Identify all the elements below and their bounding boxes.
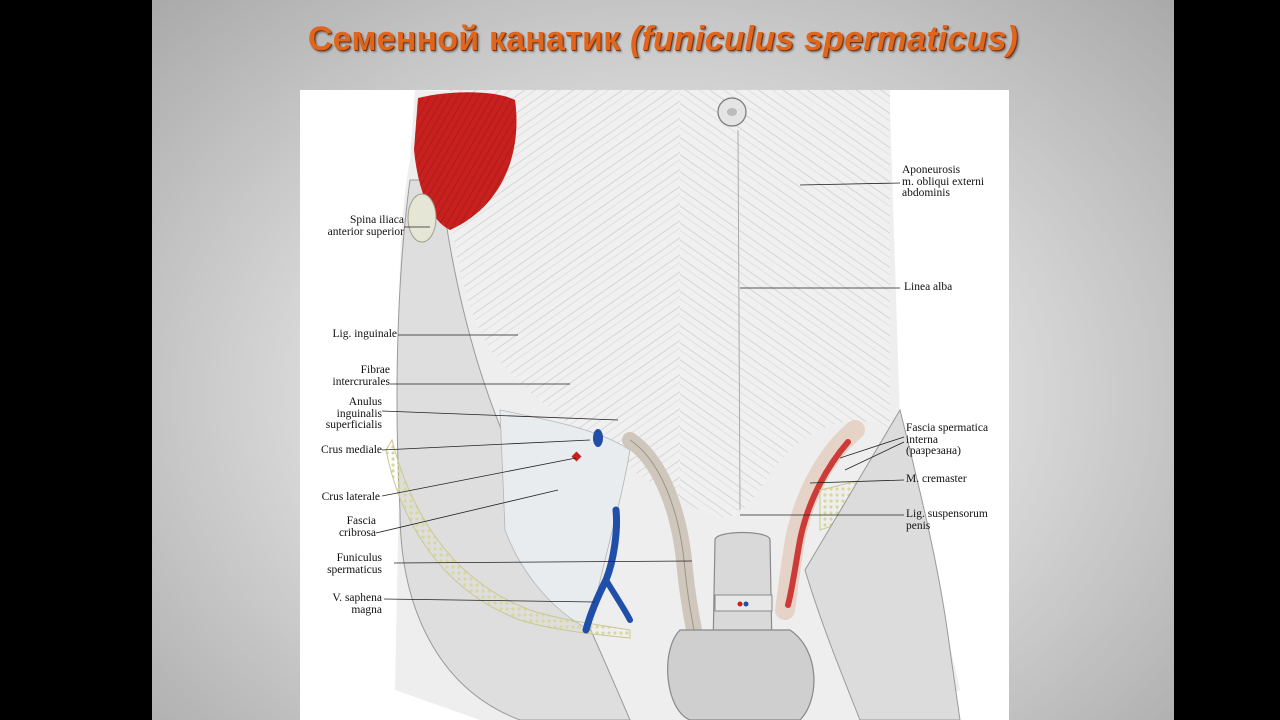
aponeurosis-fibers-right [680,90,890,518]
fascia-cribrosa-area [499,409,631,631]
oblique-muscle-fibers [414,92,517,230]
artery-dot [737,601,743,607]
vein-dot [743,601,749,607]
right-thigh [804,408,961,720]
label-lig-inguinale: Lig. inguinale [332,328,397,340]
title-latin: (funiculus spermaticus) [629,20,1019,58]
leader-lines-right [740,182,905,516]
red-marker [571,451,582,462]
vein-opening [593,429,603,447]
linea-alba-line [737,129,741,511]
spermatic-cord-right [775,420,865,620]
left-thigh [396,179,631,720]
slide-title: Семенной канатик (funiculus spermaticus) [152,20,1174,59]
saphena-branch [603,577,633,623]
penis-band [714,594,773,612]
title-russian: Семенной канатик [307,20,621,58]
cremaster-muscle [785,439,851,608]
anatomy-drawing [375,90,961,720]
spermatic-cord-left-edge [629,439,696,636]
label-linea-alba: Linea alba [904,281,953,293]
label-crus-laterale: Crus laterale [321,491,380,503]
aponeurosis-fibers-left [447,90,680,500]
leader-lines-left [375,226,693,603]
label-crus-mediale: Crus mediale [321,444,382,456]
subcutaneous-fat [385,438,631,639]
spina-iliaca [407,193,437,243]
scrotum [667,629,815,720]
label-m-cremaster: M. cremaster [906,473,967,485]
umbilicus-center [727,108,737,116]
